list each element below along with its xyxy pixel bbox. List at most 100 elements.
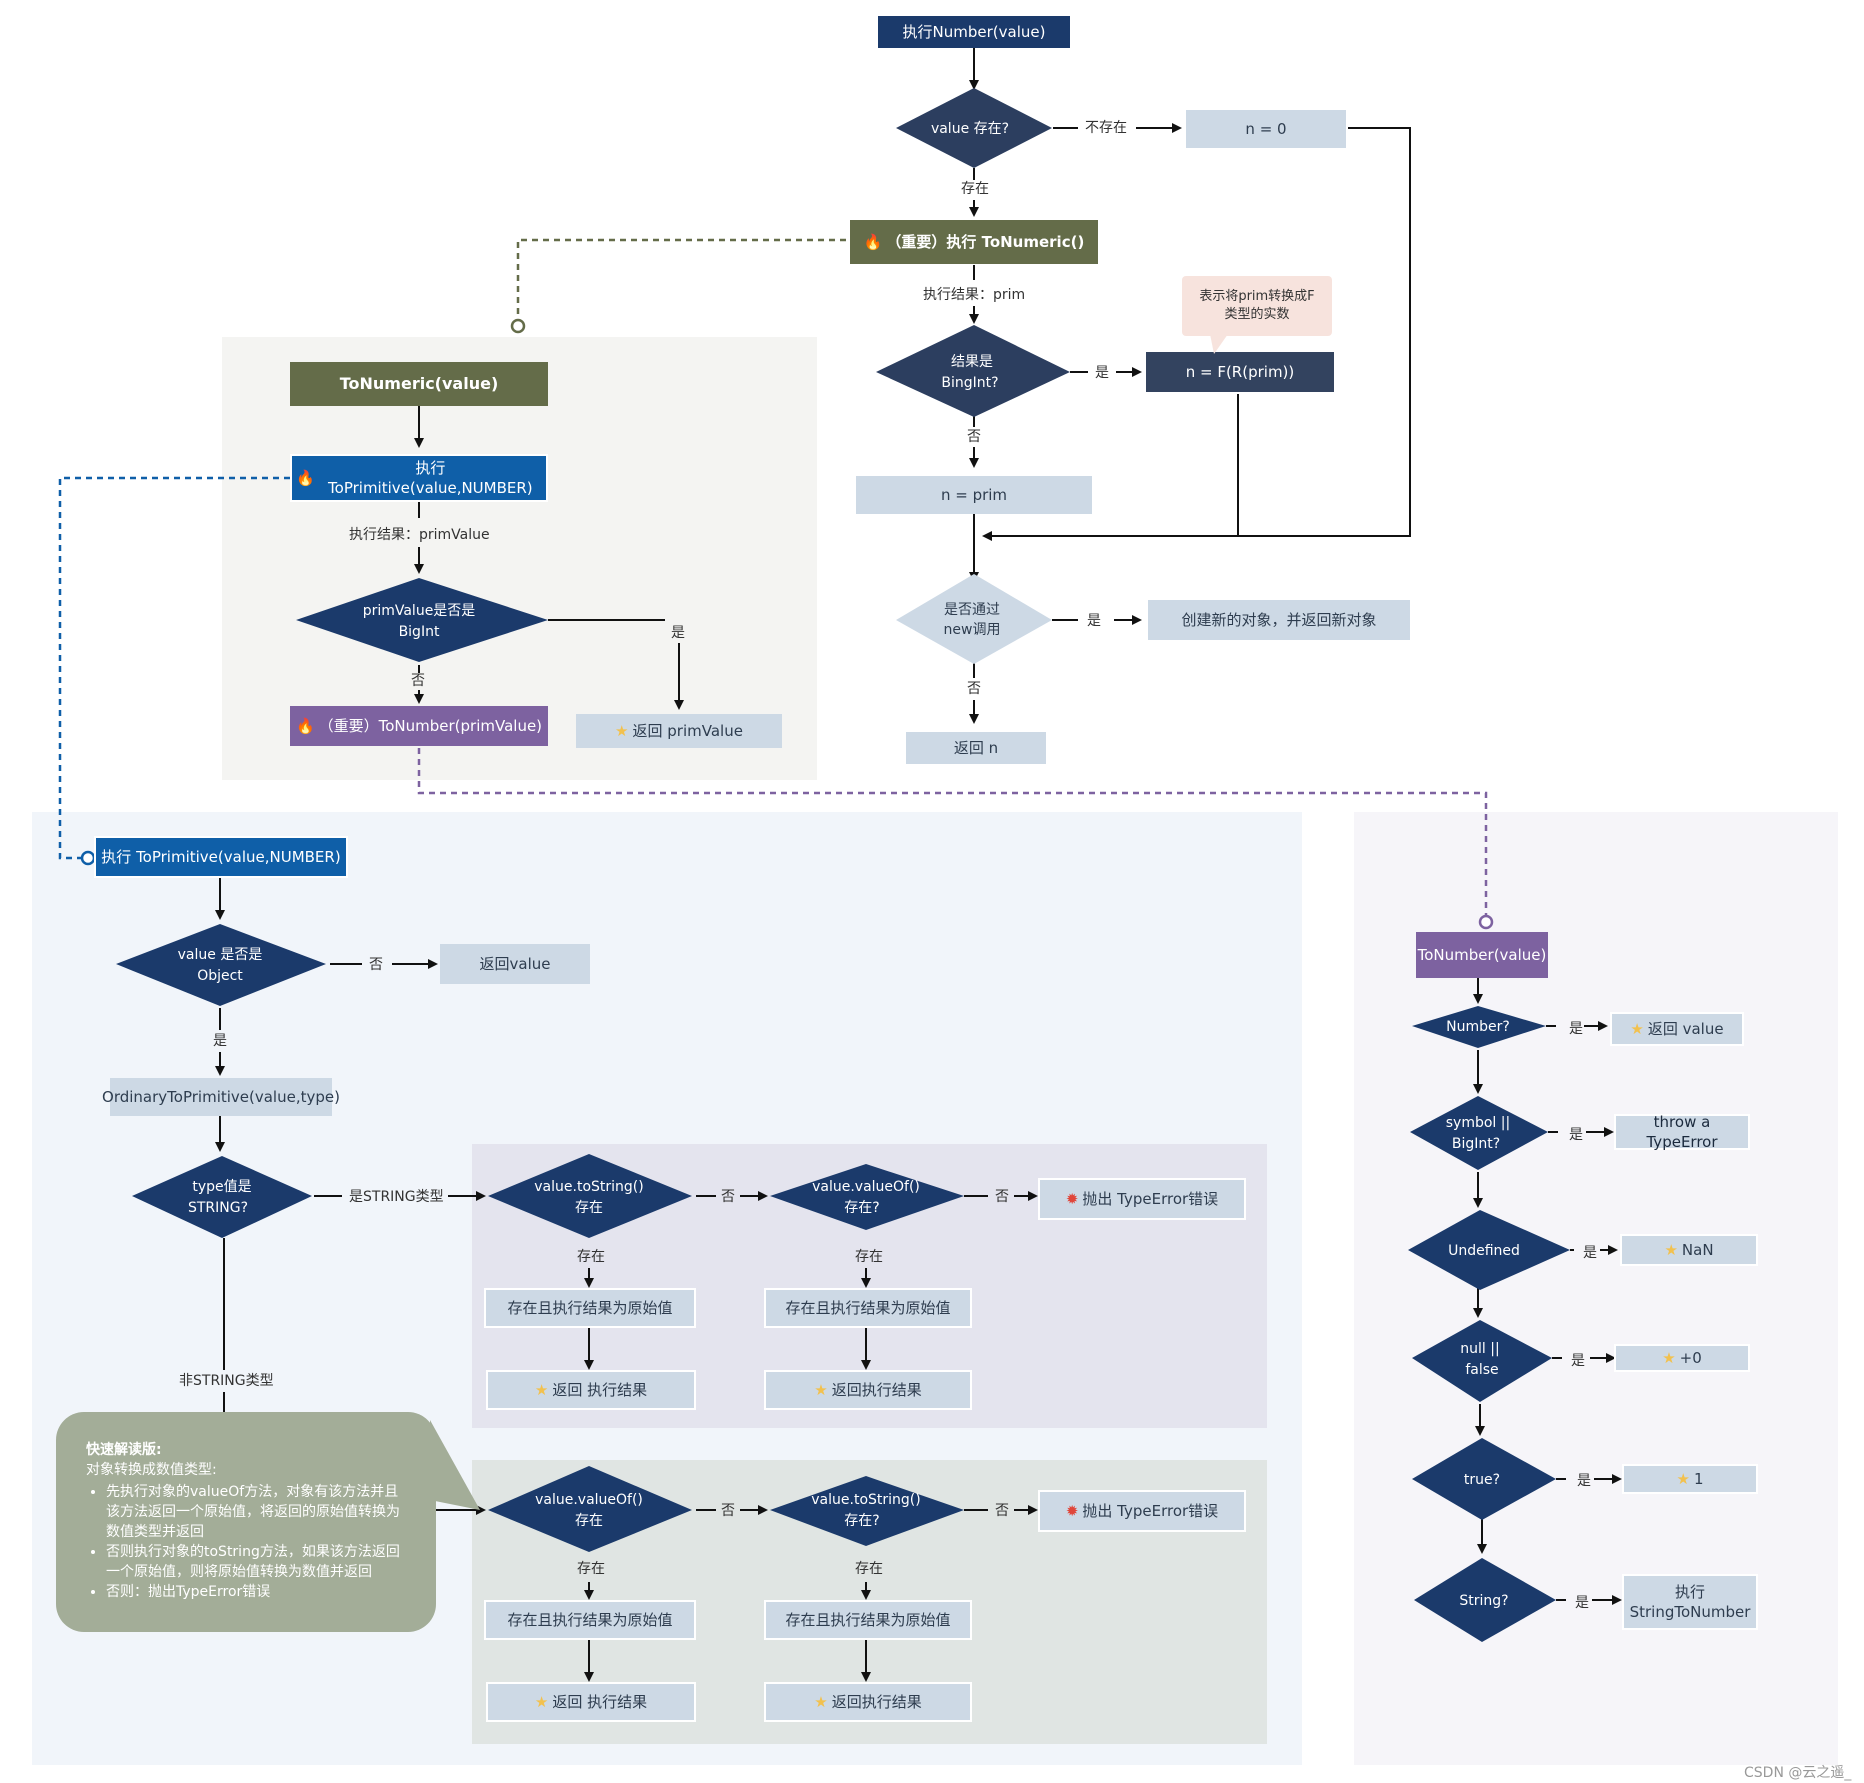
non-string-type-label: 非STRING类型 [176, 1372, 277, 1390]
star-icon: ★ [1676, 1470, 1690, 1488]
throw-type-error-node-2: ✹抛出 TypeError错误 [1038, 1490, 1246, 1532]
n-f-node: n = F(R(prim)) [1146, 352, 1334, 392]
to-numeric-title: ToNumeric(value) [290, 362, 548, 406]
undefined-yes-label: 是 [1583, 1245, 1597, 1261]
svg-text:Number?: Number? [1446, 1019, 1510, 1035]
result-prim-label: 执行结果：prim [920, 286, 1029, 304]
start-node: 执行Number(value) [878, 16, 1070, 48]
throw-type-error-label-2: 抛出 TypeError错误 [1082, 1502, 1219, 1520]
string-to-number-node: 执行 StringToNumber [1622, 1574, 1758, 1630]
svg-text:STRING?: STRING? [188, 1200, 248, 1216]
svg-text:String?: String? [1459, 1593, 1508, 1609]
valueof-exists-diamond: value.valueOf() 存在? [770, 1164, 964, 1230]
tostring2-exists-label: 存在 [855, 1561, 883, 1577]
string-yes-label: 是 [1575, 1595, 1589, 1611]
new-yes-label: 是 [1084, 612, 1104, 630]
one-node: ★1 [1622, 1464, 1758, 1494]
note-callout: 表示将prim转换成F 类型的实数 [1182, 276, 1332, 336]
svg-text:存在: 存在 [575, 1200, 603, 1216]
plus-zero-node: ★+0 [1614, 1344, 1750, 1372]
star-icon: ★ [1662, 1349, 1676, 1367]
number-yes-label: 是 [1569, 1021, 1583, 1037]
return-result-node-4: ★返回执行结果 [764, 1682, 972, 1722]
svg-text:BigInt: BigInt [399, 624, 440, 640]
svg-text:BigInt?: BigInt? [1452, 1136, 1500, 1152]
primitive-result-node-2: 存在且执行结果为原始值 [764, 1288, 972, 1328]
svg-text:null ||: null || [1460, 1341, 1499, 1357]
svg-text:type值是: type值是 [192, 1179, 251, 1195]
svg-text:Object: Object [197, 968, 243, 984]
quick-read-title: 快速解读版: [86, 1442, 162, 1458]
primvalue-no-label: 否 [411, 673, 425, 689]
return-result-label-3: 返回 执行结果 [552, 1693, 648, 1711]
svg-text:存在?: 存在? [844, 1513, 879, 1529]
undefined-diamond: Undefined [1408, 1210, 1570, 1290]
throw-node-tonumber: throw a TypeError [1614, 1113, 1750, 1151]
bubble-tail [430, 1420, 480, 1510]
svg-text:value.toString(): value.toString() [534, 1179, 643, 1195]
star-icon: ★ [615, 722, 629, 740]
to-number-call-label: （重要）ToNumber(primValue) [318, 717, 543, 735]
fire-icon: 🔥 [296, 469, 315, 487]
to-number-title: ToNumber(value) [1416, 932, 1548, 978]
svg-text:false: false [1465, 1362, 1498, 1378]
valueof-exists-label: 存在 [855, 1249, 883, 1265]
fire-icon: 🔥 [295, 717, 315, 735]
return-result-label-2: 返回执行结果 [831, 1381, 922, 1399]
create-object-node: 创建新的对象，并返回新对象 [1148, 600, 1410, 640]
star-icon: ★ [1630, 1020, 1644, 1038]
to-numeric-call-node: 🔥（重要）执行 ToNumeric() [850, 220, 1098, 264]
plus-zero-label: +0 [1679, 1349, 1702, 1367]
svg-text:BingInt?: BingInt? [941, 375, 998, 391]
to-primitive-call-label: 执行 ToPrimitive(value,NUMBER) [328, 459, 533, 497]
number-diamond: Number? [1412, 1006, 1546, 1048]
star-icon: ★ [814, 1381, 828, 1399]
return-n-node: 返回 n [906, 732, 1046, 764]
tostring-no-label: 否 [721, 1189, 735, 1205]
null-false-diamond: null || false [1412, 1320, 1552, 1402]
svg-text:symbol ||: symbol || [1446, 1115, 1510, 1131]
n-zero-node: n = 0 [1186, 110, 1346, 148]
return-result-label-4: 返回执行结果 [831, 1693, 922, 1711]
n-prim-node: n = prim [856, 476, 1092, 514]
return-value-label: 返回 value [1647, 1020, 1724, 1038]
not-exist-label: 不存在 [1082, 119, 1130, 137]
svg-text:是否通过: 是否通过 [944, 602, 1000, 618]
svg-text:value.valueOf(): value.valueOf() [535, 1492, 643, 1508]
svg-text:value.valueOf(): value.valueOf() [812, 1179, 920, 1195]
svg-text:Undefined: Undefined [1448, 1243, 1520, 1259]
null-yes-label: 是 [1571, 1353, 1585, 1369]
quick-read-item: 否则执行对象的toString方法，如果该方法返回一个原始值，则将原始值转换为数… [106, 1542, 406, 1582]
watermark: CSDN @云之遥_ [1744, 1765, 1852, 1781]
return-result-node-3: ★返回 执行结果 [486, 1682, 696, 1722]
tostring-exists-diamond: value.toString() 存在 [488, 1154, 692, 1238]
svg-text:new调用: new调用 [944, 622, 1001, 638]
bigint-no-label: 否 [964, 428, 984, 446]
is-object-diamond: value 是否是 Object [116, 924, 326, 1006]
true-yes-label: 是 [1577, 1473, 1591, 1489]
primitive-result-node-4: 存在且执行结果为原始值 [764, 1600, 972, 1640]
quick-read-subtitle: 对象转换成数值类型: [86, 1462, 217, 1478]
fire-icon: 🔥 [863, 233, 883, 251]
to-numeric-call-label: （重要）执行 ToNumeric() [886, 233, 1085, 251]
primitive-result-node-1: 存在且执行结果为原始值 [484, 1288, 696, 1328]
svg-text:结果是: 结果是 [951, 354, 993, 370]
valueof2-no-label: 否 [721, 1503, 735, 1519]
svg-text:value 存在?: value 存在? [931, 121, 1009, 137]
star-icon: ★ [534, 1381, 549, 1399]
tostring-exists-diamond-2: value.toString() 存在? [770, 1476, 964, 1546]
type-string-diamond: type值是 STRING? [132, 1156, 312, 1238]
new-no-label: 否 [964, 680, 984, 698]
explosion-icon: ✹ [1065, 1502, 1079, 1520]
ordinary-to-primitive-node: OrdinaryToPrimitive(value,type) [102, 1078, 340, 1116]
star-icon: ★ [1664, 1241, 1678, 1259]
return-primvalue-node: ★返回 primValue [576, 714, 782, 748]
return-primvalue-label: 返回 primValue [632, 722, 743, 740]
svg-text:存在?: 存在? [844, 1200, 879, 1216]
quick-read-bubble: 快速解读版: 对象转换成数值类型: 先执行对象的valueOf方法，对象有该方法… [56, 1412, 436, 1632]
value-exists-diamond: value 存在? [896, 88, 1052, 168]
svg-text:value.toString(): value.toString() [811, 1492, 920, 1508]
star-icon: ★ [534, 1693, 549, 1711]
nan-label: NaN [1681, 1241, 1714, 1259]
